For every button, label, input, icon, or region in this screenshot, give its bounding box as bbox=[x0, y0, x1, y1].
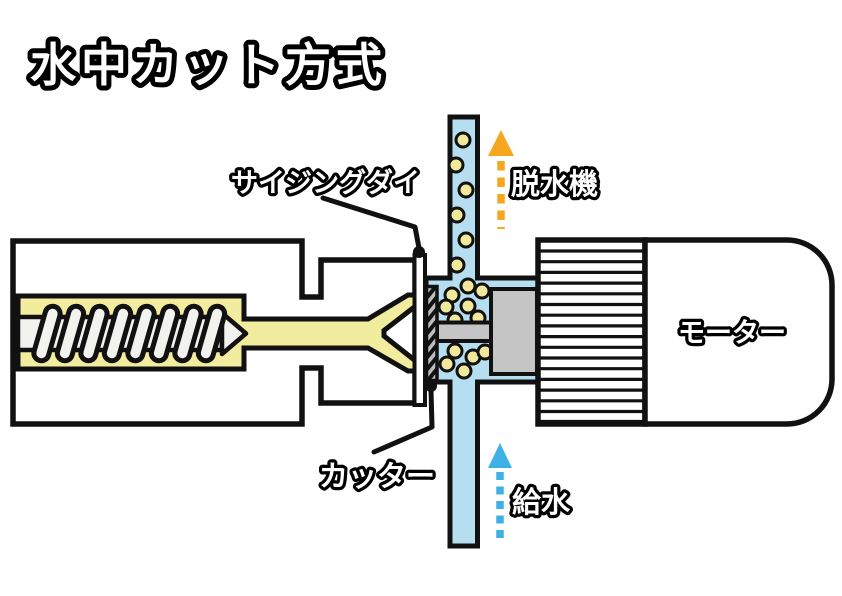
sizing-die-label: サイジングダイ bbox=[231, 167, 420, 199]
cutter-label: カッター bbox=[319, 459, 435, 493]
drive-hub bbox=[489, 287, 539, 376]
sizing-die-plate bbox=[412, 253, 427, 407]
sizing-die-leader bbox=[320, 195, 425, 258]
sizing-die-leader-dot bbox=[413, 246, 425, 258]
cutter-leader-dot bbox=[425, 380, 437, 392]
water-supply-label: 給水 bbox=[512, 485, 571, 519]
water-supply-arrow-icon bbox=[488, 443, 512, 538]
drive-shaft bbox=[435, 320, 493, 343]
screw-tip bbox=[219, 310, 249, 357]
diagram-title: 水中カット方式 bbox=[30, 38, 387, 92]
screw-flights bbox=[31, 303, 228, 364]
dewater-flow-arrow-icon bbox=[488, 130, 514, 229]
extruder-screw bbox=[15, 303, 249, 364]
cutter-drive bbox=[435, 287, 539, 376]
dewatering-machine-label: 脱水機 bbox=[511, 167, 598, 201]
motor-fins bbox=[535, 237, 648, 427]
motor-label: モーター bbox=[678, 318, 786, 349]
cutter-blades bbox=[424, 284, 439, 383]
cutter-leader bbox=[371, 380, 437, 455]
motor-housing bbox=[642, 237, 835, 427]
